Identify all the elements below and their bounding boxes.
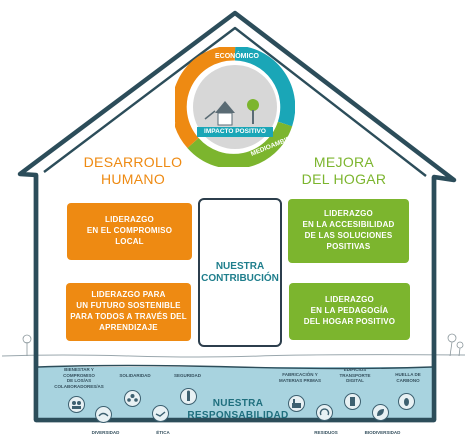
circle-center-label: IMPACTO POSITIVO: [204, 128, 266, 135]
label-bienestar: BIENESTAR Y COMPROMISO DE LOS/AS COLABOR…: [54, 367, 104, 389]
label-residuos: RESIDUOS: [314, 430, 338, 435]
hands-icon: [95, 406, 112, 423]
box-futuro-sostenible-text: LIDERAZGO PARA UN FUTURO SOSTENIBLE PARA…: [70, 290, 187, 332]
impact-circle: [175, 47, 295, 167]
box-accesibilidad: LIDERAZGO EN LA ACCESIBILIDAD DE LAS SOL…: [288, 199, 409, 263]
box-pedagogia: LIDERAZGO EN LA PEDAGOGÍA DEL HOGAR POSI…: [289, 283, 410, 340]
house-scene-icon: [204, 99, 259, 126]
label-fabricacion: FABRICACIÓN Y MATERIAS PRIMAS: [279, 372, 321, 383]
box-compromiso-local-text: LIDERAZGO EN EL COMPROMISO LOCAL: [86, 215, 173, 246]
label-solidaridad: SOLIDARIDAD: [119, 373, 151, 378]
right-heading: MEJORA DEL HOGAR: [301, 154, 387, 187]
factory-icon: [288, 395, 305, 412]
leaf-icon: [372, 404, 389, 421]
box-pedagogia-text: LIDERAZGO EN LA PEDAGOGÍA DEL HOGAR POSI…: [303, 295, 396, 326]
label-seguridad: SEGURIDAD: [173, 373, 201, 378]
center-contribution-label: NUESTRA CONTRIBUCIÓN: [201, 260, 279, 284]
box-futuro-sostenible: LIDERAZGO PARA UN FUTURO SOSTENIBLE PARA…: [66, 283, 191, 341]
label-diversidad: DIVERSIDAD: [91, 430, 120, 435]
label-etica: ÉTICA: [156, 430, 170, 435]
box-compromiso-local: LIDERAZGO EN EL COMPROMISO LOCAL: [67, 203, 192, 260]
label-edificios: EDIFICIOS TRANSPORTE DIGITAL: [339, 367, 371, 383]
footprint-icon: [398, 393, 415, 410]
safety-icon: [180, 388, 197, 405]
label-biodiversidad: BIODIVERSIDAD: [364, 430, 401, 435]
people-icon: [68, 396, 85, 413]
left-heading: DESARROLLO HUMANO: [83, 154, 183, 187]
box-accesibilidad-text: LIDERAZGO EN LA ACCESIBILIDAD DE LAS SOL…: [302, 209, 395, 251]
building-icon: [344, 393, 361, 410]
circle-top-label: ECONÓMICO: [215, 53, 259, 60]
handshake-icon: [152, 405, 169, 422]
group-icon: [124, 390, 141, 407]
center-contribution-box: NUESTRA CONTRIBUCIÓN: [198, 198, 282, 347]
foundation-title: NUESTRA RESPONSABILIDAD: [187, 398, 289, 421]
recycle-icon: [316, 404, 333, 421]
label-huella: HUELLA DE CARBONO: [395, 372, 421, 383]
